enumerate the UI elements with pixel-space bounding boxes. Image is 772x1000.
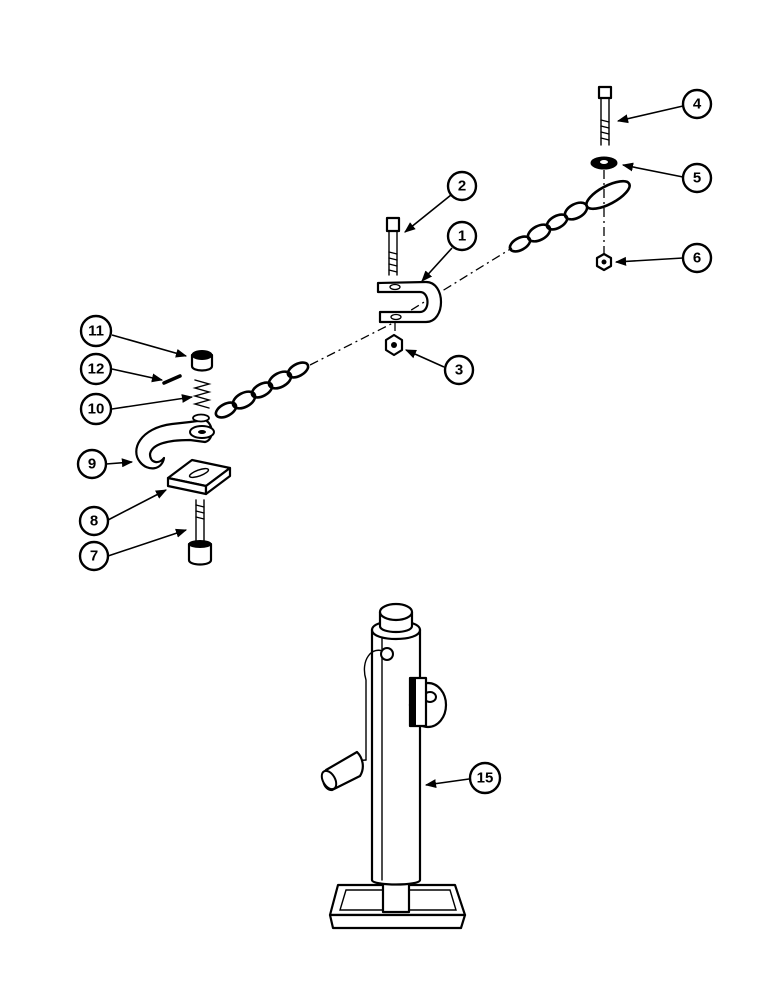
callout-label: 6 <box>693 250 701 267</box>
callout-label: 1 <box>458 228 466 245</box>
nut-part-3 <box>384 333 404 357</box>
callout-label: 15 <box>477 770 494 787</box>
hook-part-9 <box>135 413 215 470</box>
callout-label: 3 <box>455 362 463 379</box>
callout-9: 9 <box>76 448 108 480</box>
leader-lines <box>105 105 684 789</box>
callout-4: 4 <box>681 88 713 120</box>
jack-stand-part-15 <box>320 602 467 930</box>
bolt-part-2 <box>385 216 401 276</box>
callout-6: 6 <box>681 242 713 274</box>
callout-label: 8 <box>90 513 98 530</box>
cap-part-11 <box>190 350 214 372</box>
callout-label: 9 <box>88 456 96 473</box>
bolt-part-7 <box>187 499 213 566</box>
callout-label: 4 <box>693 96 702 113</box>
callout-5: 5 <box>681 162 713 194</box>
callout-label: 10 <box>88 401 105 418</box>
callout-3: 3 <box>443 354 475 386</box>
bolt-part-4 <box>597 85 613 146</box>
washer-part-5 <box>590 156 618 170</box>
callout-8: 8 <box>78 505 110 537</box>
callout-15: 15 <box>468 761 502 795</box>
bracket-part-1 <box>376 280 442 324</box>
nut-part-6 <box>595 252 613 272</box>
pin-part-12 <box>162 374 182 385</box>
callout-label: 12 <box>88 361 105 378</box>
plate-part-8 <box>166 458 232 496</box>
callout-label: 5 <box>693 170 701 187</box>
callout-10: 10 <box>79 392 113 426</box>
callout-label: 11 <box>88 323 104 340</box>
callout-11: 11 <box>79 314 113 348</box>
chain-right <box>394 179 631 321</box>
callout-label: 2 <box>458 178 466 195</box>
callout-7: 7 <box>78 540 110 572</box>
callout-label: 7 <box>90 548 98 565</box>
callout-2: 2 <box>446 170 478 202</box>
callout-12: 12 <box>79 352 113 386</box>
spring-part-10 <box>192 379 212 409</box>
callout-1: 1 <box>446 220 478 252</box>
chain-left <box>214 321 396 419</box>
